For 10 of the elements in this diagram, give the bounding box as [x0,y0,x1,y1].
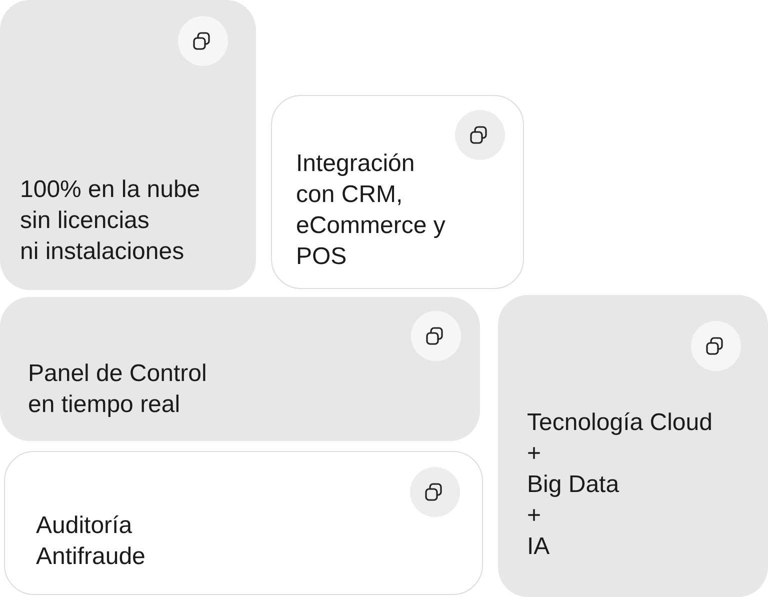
feature-card [498,295,768,597]
card-text: Auditoría Antifraude [36,511,146,572]
feature-card [0,0,256,290]
feature-card [0,297,480,441]
feature-card [271,95,524,289]
card-text: Panel de Control en tiempo real [28,359,207,420]
card-text: 100% en la nube sin licencias ni instalaciones [20,175,200,267]
card-text: Tecnología Cloud + Big Data + IA [527,408,712,562]
card-text: Integración con CRM, eCommerce y POS [296,149,446,272]
feature-card [4,451,483,595]
